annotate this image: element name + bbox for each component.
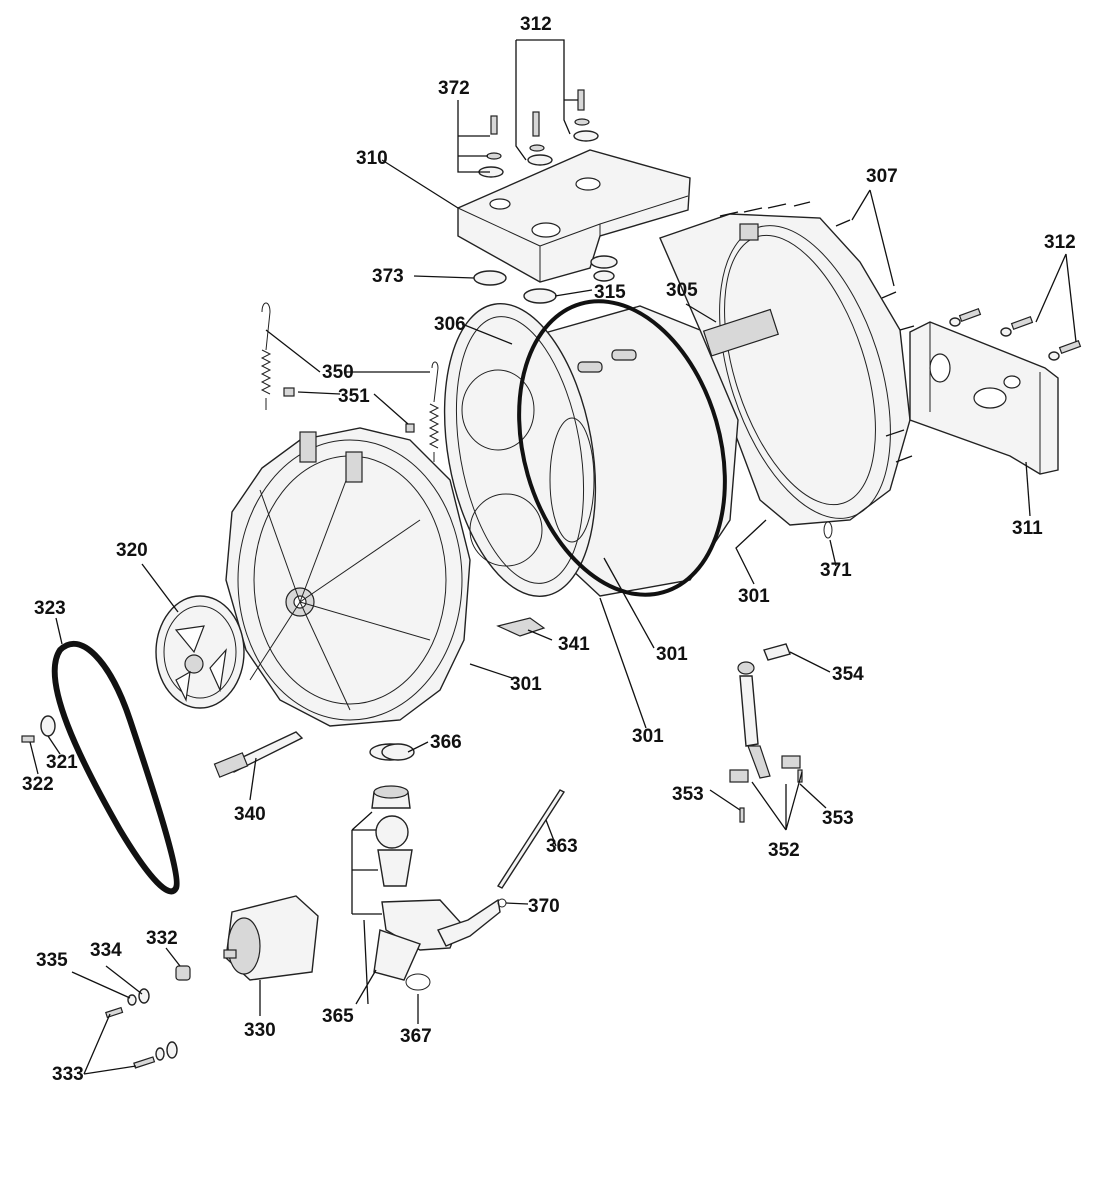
label-315: 315 <box>594 282 626 303</box>
label-311: 311 <box>1012 518 1043 539</box>
pump-assembly-365 <box>369 743 501 981</box>
weight-bolts <box>478 89 599 178</box>
side-bolts-312 <box>949 307 1082 361</box>
heater-340 <box>213 731 304 778</box>
label-323: 323 <box>34 598 66 619</box>
springs-350 <box>260 302 440 462</box>
shock-absorber <box>729 643 803 823</box>
label-365: 365 <box>322 1006 354 1027</box>
part-labels: 312 372 310 373 315 306 305 307 312 311 … <box>22 14 1076 1085</box>
label-307: 307 <box>866 166 898 187</box>
clamp-367 <box>405 973 431 991</box>
label-367: 367 <box>400 1026 432 1047</box>
label-312-right: 312 <box>1044 232 1076 253</box>
label-333: 333 <box>52 1064 84 1085</box>
pin-351-a <box>283 387 295 397</box>
part-311-side-counterweight <box>909 321 1059 475</box>
label-334: 334 <box>90 940 122 961</box>
belt-323 <box>51 641 180 895</box>
label-330: 330 <box>244 1020 276 1041</box>
label-352: 352 <box>768 840 800 861</box>
label-340: 340 <box>234 804 266 825</box>
rear-tub-half <box>659 213 911 526</box>
screws-307 <box>719 201 915 463</box>
label-371: 371 <box>820 560 852 581</box>
part-310-counterweight <box>457 149 691 283</box>
label-301-drum: 301 <box>656 644 688 665</box>
label-321: 321 <box>46 752 78 773</box>
label-301-rear: 301 <box>738 586 770 607</box>
label-372: 372 <box>438 78 470 99</box>
label-373: 373 <box>372 266 404 287</box>
label-350: 350 <box>322 362 354 383</box>
motor-fasteners <box>105 965 191 1069</box>
label-301-ring: 301 <box>632 726 664 747</box>
label-322: 322 <box>22 774 54 795</box>
label-320: 320 <box>116 540 148 561</box>
label-353-right: 353 <box>822 808 854 829</box>
washer-321 <box>40 715 56 737</box>
ring-306 <box>517 299 727 597</box>
label-353-left: 353 <box>672 784 704 805</box>
label-332: 332 <box>146 928 178 949</box>
label-370: 370 <box>528 896 560 917</box>
label-306: 306 <box>434 314 466 335</box>
drum <box>443 303 739 597</box>
hose-363 <box>496 789 566 889</box>
screw-322 <box>21 735 35 743</box>
label-335: 335 <box>36 950 68 971</box>
label-366: 366 <box>430 732 462 753</box>
front-tub-half <box>225 427 471 727</box>
label-354: 354 <box>832 664 864 685</box>
label-341: 341 <box>558 634 590 655</box>
label-312-top: 312 <box>520 14 552 35</box>
clamp-366 <box>381 743 415 761</box>
motor-330 <box>223 895 319 981</box>
washers-315-373 <box>473 255 618 304</box>
pin-351-b <box>405 423 415 433</box>
pulley-320 <box>155 595 245 709</box>
label-351: 351 <box>338 386 370 407</box>
label-305: 305 <box>666 280 698 301</box>
oring-371 <box>823 521 833 539</box>
label-301-front: 301 <box>510 674 542 695</box>
label-310: 310 <box>356 148 388 169</box>
label-363: 363 <box>546 836 578 857</box>
leader-lines <box>29 39 1077 1075</box>
